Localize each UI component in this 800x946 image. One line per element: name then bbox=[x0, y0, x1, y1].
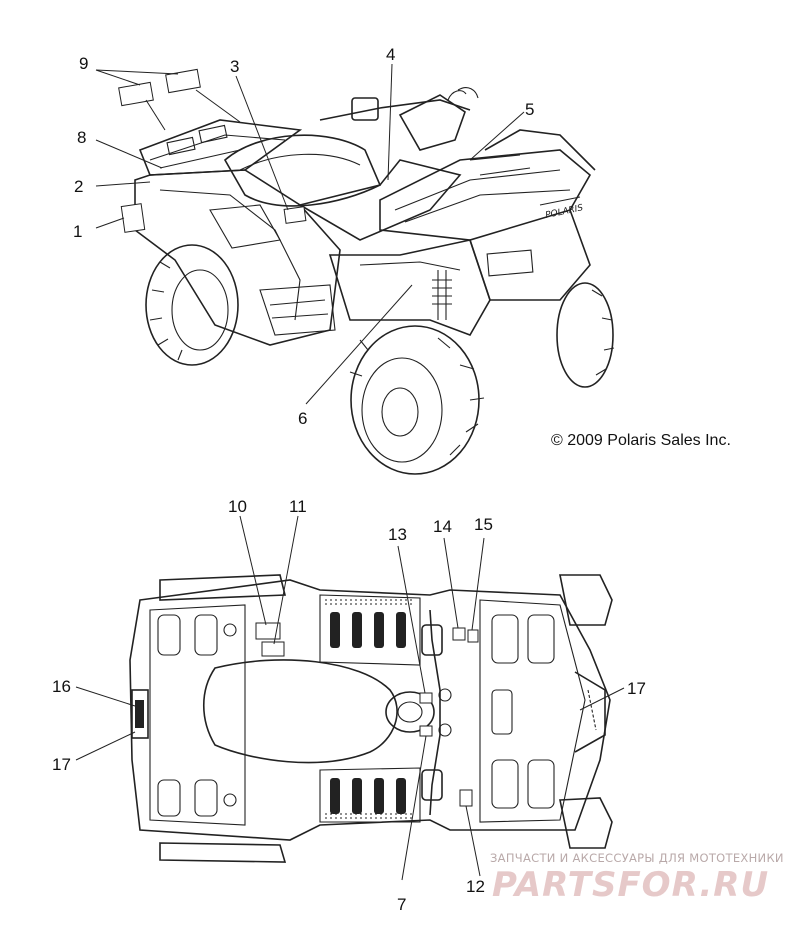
bottom-leaders bbox=[75, 515, 625, 881]
callout-9: 9 bbox=[79, 54, 88, 73]
callout-4: 4 bbox=[386, 45, 395, 64]
watermark-subtitle: ЗАПЧАСТИ И АКСЕССУАРЫ ДЛЯ МОТОТЕХНИКИ bbox=[490, 851, 784, 865]
atv-isometric-view: POLARIS bbox=[134, 87, 615, 475]
decal-9b bbox=[165, 68, 201, 94]
callout-17-right: 17 bbox=[627, 679, 646, 698]
decal-10 bbox=[255, 622, 281, 640]
svg-text:POLARIS: POLARIS bbox=[544, 203, 584, 221]
watermark-logo: PARTSFOR.RU bbox=[492, 865, 769, 905]
callout-2: 2 bbox=[74, 177, 83, 196]
callout-5: 5 bbox=[525, 100, 534, 119]
decal-1 bbox=[120, 203, 146, 233]
top-leaders bbox=[95, 63, 525, 405]
callout-13: 13 bbox=[388, 525, 407, 544]
callout-3: 3 bbox=[230, 57, 239, 76]
decal-13 bbox=[419, 692, 433, 704]
callout-16: 16 bbox=[52, 677, 71, 696]
callout-7: 7 bbox=[397, 895, 406, 914]
callout-10: 10 bbox=[228, 497, 247, 516]
decal-15 bbox=[467, 629, 479, 643]
callout-labels: 9 3 4 5 8 2 1 6 10 11 13 14 15 16 17 17 … bbox=[52, 45, 646, 914]
atv-top-down-view bbox=[129, 574, 613, 863]
decal-12 bbox=[459, 789, 473, 807]
copyright-text: © 2009 Polaris Sales Inc. bbox=[551, 432, 731, 449]
callout-1: 1 bbox=[73, 222, 82, 241]
callout-14: 14 bbox=[433, 517, 452, 536]
callout-8: 8 bbox=[77, 128, 86, 147]
decal-9a bbox=[118, 81, 154, 107]
callout-6: 6 bbox=[298, 409, 307, 428]
callout-17-left: 17 bbox=[52, 755, 71, 774]
callout-15: 15 bbox=[474, 515, 493, 534]
callout-12: 12 bbox=[466, 877, 485, 896]
decal-11 bbox=[261, 641, 285, 657]
callout-11: 11 bbox=[289, 497, 307, 516]
decal-7 bbox=[419, 725, 433, 737]
decal-14 bbox=[452, 627, 466, 641]
watermark: ЗАПЧАСТИ И АКСЕССУАРЫ ДЛЯ МОТОТЕХНИКИ PA… bbox=[490, 851, 784, 905]
